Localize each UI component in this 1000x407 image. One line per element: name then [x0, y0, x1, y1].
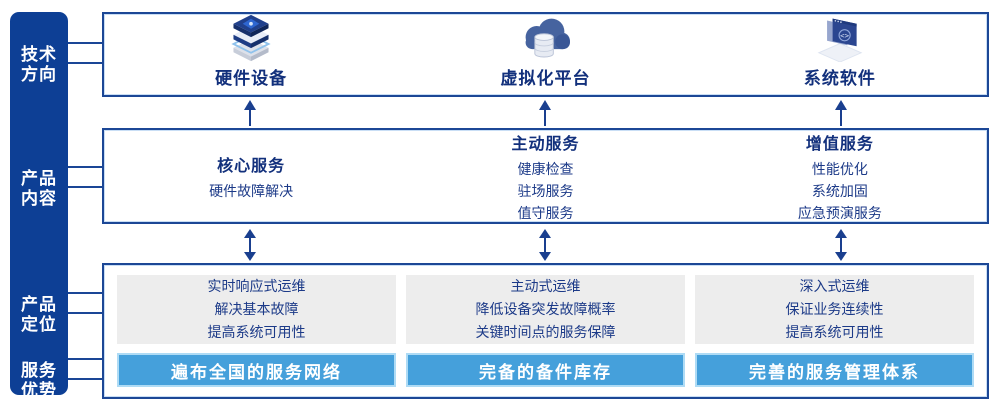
service-item: 驻场服务: [517, 183, 574, 199]
tech-item-system-software: <> 系统软件: [693, 14, 987, 97]
positioning-box: 实时响应式运维 解决基本故障 提高系统可用性: [117, 275, 396, 344]
positioning-column: 实时响应式运维 解决基本故障 提高系统可用性 遍布全国的服务网络: [117, 275, 396, 387]
positioning-line: 实时响应式运维: [207, 278, 306, 294]
up-arrow-icon: [102, 100, 398, 126]
service-column-core: 核心服务 硬件故障解决: [104, 130, 398, 224]
arrows-tech-to-content: [102, 100, 989, 126]
service-item: 应急预演服务: [797, 205, 882, 221]
server-stack-icon: [219, 14, 283, 62]
advantage-banner: 完备的备件库存: [406, 353, 685, 387]
advantage-banner: 遍布全国的服务网络: [117, 353, 396, 387]
tech-direction-row: 硬件设备 虚拟化平台: [102, 12, 989, 97]
arrows-content-to-positioning: [102, 229, 989, 261]
positioning-line: 提高系统可用性: [785, 324, 884, 340]
service-item: 系统加固: [811, 183, 868, 199]
up-arrow-icon: [398, 100, 694, 126]
service-column-proactive: 主动服务 健康检查 驻场服务 值守服务: [398, 130, 692, 224]
service-title: 增值服务: [805, 136, 874, 153]
connector-line: [68, 292, 102, 294]
code-window-icon: <>: [808, 14, 872, 62]
positioning-line: 深入式运维: [799, 278, 870, 294]
positioning-box: 主动式运维 降低设备突发故障概率 关键时间点的服务保障: [406, 275, 685, 344]
service-item: 性能优化: [811, 161, 868, 177]
sidebar-label-product-positioning: 产品 定位: [21, 295, 57, 334]
service-item: 健康检查: [517, 161, 574, 177]
double-arrow-icon: [102, 229, 398, 261]
sidebar-label-tech-direction: 技术 方向: [21, 45, 57, 84]
positioning-column: 深入式运维 保证业务连续性 提高系统可用性 完善的服务管理体系: [695, 275, 974, 387]
svg-text:<>: <>: [840, 31, 849, 40]
category-sidebar: 技术 方向 产品 内容 产品 定位 服务 优势: [10, 12, 68, 400]
connector-line: [68, 62, 102, 64]
advantage-banner: 完善的服务管理体系: [695, 353, 974, 387]
product-content-row: 核心服务 硬件故障解决 主动服务 健康检查 驻场服务 值守服务 增值服务 性能优…: [102, 128, 989, 224]
sidebar-label-service-advantage: 服务 优势: [21, 361, 57, 400]
cloud-database-icon: [513, 14, 577, 62]
tech-item-label: 系统软件: [803, 69, 876, 88]
positioning-line: 降低设备突发故障概率: [475, 301, 616, 317]
positioning-line: 关键时间点的服务保障: [475, 324, 616, 340]
connector-line: [68, 42, 102, 44]
up-arrow-icon: [693, 100, 989, 126]
double-arrow-icon: [693, 229, 989, 261]
positioning-box: 深入式运维 保证业务连续性 提高系统可用性: [695, 275, 974, 344]
positioning-column: 主动式运维 降低设备突发故障概率 关键时间点的服务保障 完备的备件库存: [406, 275, 685, 387]
positioning-line: 保证业务连续性: [785, 301, 884, 317]
positioning-line: 解决基本故障: [214, 301, 299, 317]
tech-item-hardware: 硬件设备: [104, 14, 398, 97]
connector-line: [68, 166, 102, 168]
service-title: 核心服务: [217, 158, 286, 175]
service-title: 主动服务: [511, 136, 580, 153]
positioning-line: 提高系统可用性: [207, 324, 306, 340]
tech-item-label: 虚拟化平台: [500, 69, 591, 88]
service-item: 值守服务: [517, 205, 574, 221]
connector-line: [68, 378, 102, 380]
positioning-line: 主动式运维: [510, 278, 581, 294]
connector-line: [68, 186, 102, 188]
sidebar-label-product-content: 产品 内容: [21, 169, 57, 208]
tech-item-label: 硬件设备: [215, 69, 288, 88]
double-arrow-icon: [398, 229, 694, 261]
connector-line: [68, 312, 102, 314]
product-positioning-row: 实时响应式运维 解决基本故障 提高系统可用性 遍布全国的服务网络 主动式运维 降…: [102, 263, 989, 399]
tech-item-virtualization: 虚拟化平台: [398, 14, 692, 97]
service-column-value-added: 增值服务 性能优化 系统加固 应急预演服务: [693, 130, 987, 224]
service-item: 硬件故障解决: [209, 183, 294, 199]
connector-line: [68, 358, 102, 360]
